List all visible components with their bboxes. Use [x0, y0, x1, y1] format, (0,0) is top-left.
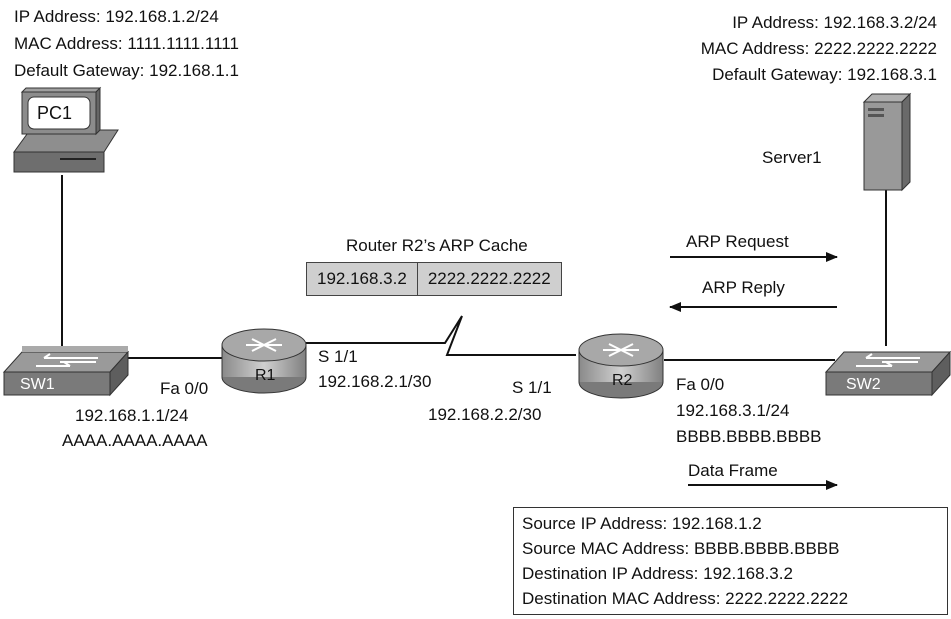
data-frame-box: Source IP Address: 192.168.1.2 Source MA…	[513, 507, 948, 615]
r1-fa-mac: AAAA.AAAA.AAAA	[62, 431, 208, 450]
sw2-label: SW2	[846, 376, 881, 393]
server1-label: Server1	[762, 148, 822, 167]
frame-source-ip: Source IP Address: 192.168.1.2	[522, 514, 762, 533]
arp-cache-mac: 2222.2222.2222	[416, 263, 561, 295]
server1-icon	[862, 92, 912, 192]
r2-fa-ip: 192.168.3.1/24	[676, 401, 790, 420]
server1-mac: MAC Address: 2222.2222.2222	[700, 39, 937, 58]
r1-fa-interface: Fa 0/0	[160, 379, 209, 398]
arp-request-label: ARP Request	[686, 232, 789, 251]
arp-cache-ip: 192.168.3.2	[317, 269, 407, 288]
sw1-label: SW1	[20, 376, 55, 393]
r2-label: R2	[612, 372, 633, 389]
arp-reply-label: ARP Reply	[702, 278, 785, 297]
r2-fa-interface: Fa 0/0	[676, 375, 725, 394]
r1-serial-ip: 192.168.2.1/30	[318, 372, 432, 391]
server1-gateway: Default Gateway: 192.168.3.1	[712, 65, 937, 84]
r1-serial-interface: S 1/1	[318, 347, 358, 366]
pc1-gateway: Default Gateway: 192.168.1.1	[14, 61, 239, 80]
r2-fa-mac: BBBB.BBBB.BBBB	[676, 427, 822, 446]
r1-fa-ip: 192.168.1.1/24	[75, 406, 189, 425]
data-frame-label: Data Frame	[688, 461, 778, 480]
r1-label: R1	[255, 367, 276, 384]
sw2-icon	[824, 350, 951, 397]
r2-icon	[578, 333, 664, 399]
pc1-ip: IP Address: 192.168.1.2/24	[14, 7, 219, 26]
serial-link-r1-r2	[306, 315, 576, 356]
frame-destination-mac: Destination MAC Address: 2222.2222.2222	[522, 589, 849, 608]
pc1-label: PC1	[37, 103, 73, 123]
r2-serial-ip: 192.168.2.2/30	[428, 405, 542, 424]
frame-source-mac: Source MAC Address: BBBB.BBBB.BBBB	[522, 539, 840, 558]
arp-cache-title: Router R2’s ARP Cache	[346, 236, 528, 255]
arp-cache-table: 192.168.3.2 2222.2222.2222	[306, 262, 562, 296]
pc1-icon	[13, 86, 119, 173]
sw1-icon	[2, 346, 130, 397]
r2-serial-interface: S 1/1	[512, 378, 552, 397]
links	[61, 175, 887, 361]
frame-destination-ip: Destination IP Address: 192.168.3.2	[522, 564, 793, 583]
server1-ip: IP Address: 192.168.3.2/24	[732, 13, 937, 32]
pc1-mac: MAC Address: 1111.1111.1111	[14, 34, 239, 53]
r1-icon	[221, 328, 307, 394]
